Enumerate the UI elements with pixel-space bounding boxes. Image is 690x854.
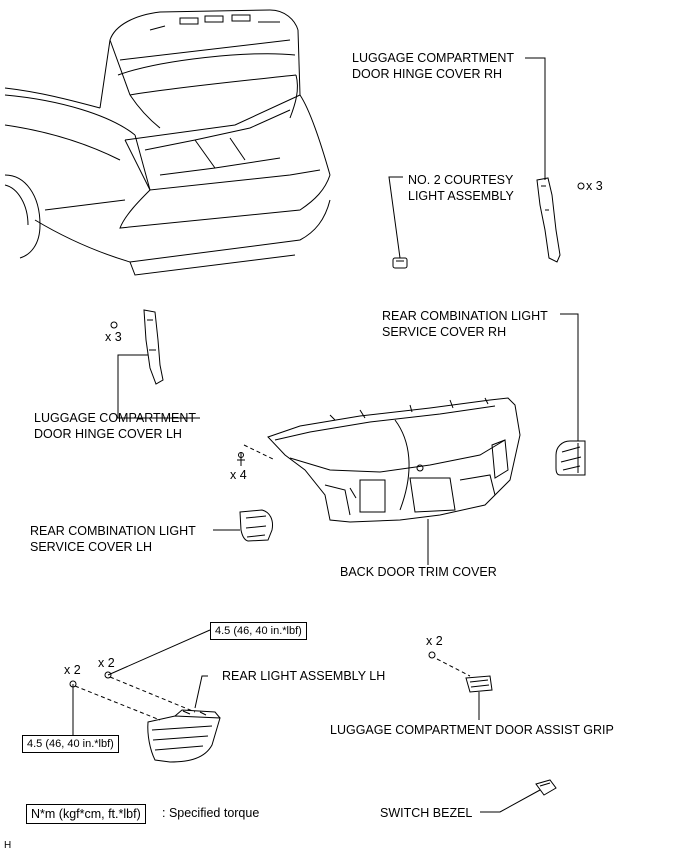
rear-light-lh-part	[69, 629, 221, 763]
qty-light-nuts-a: x 2	[98, 656, 115, 670]
label-trim-cover: BACK DOOR TRIM COVER	[340, 565, 497, 579]
label-line: SERVICE COVER RH	[382, 325, 507, 339]
label-service-cover-rh: REAR COMBINATION LIGHT SERVICE COVER RH	[382, 308, 548, 340]
label-line: LUGGAGE COMPARTMENT	[352, 51, 515, 65]
label-line: SERVICE COVER LH	[30, 540, 153, 554]
label-hinge-cover-rh: LUGGAGE COMPARTMENT DOOR HINGE COVER RH	[352, 50, 514, 82]
trim-cover-part	[243, 397, 521, 565]
hinge-cover-rh-part	[525, 57, 585, 263]
label-hinge-cover-lh: LUGGAGE COMPARTMENT DOOR HINGE COVER LH	[34, 410, 196, 442]
legend-text: : Specified torque	[162, 806, 260, 820]
qty-hinge-lh-clips: x 3	[105, 330, 122, 344]
label-line: LUGGAGE COMPARTMENT	[34, 411, 197, 425]
legend-unit-box: N*m (kgf*cm, ft.*lbf)	[26, 804, 146, 824]
courtesy-light-part	[388, 176, 408, 269]
label-line: DOOR HINGE COVER RH	[352, 67, 503, 81]
label-courtesy-light: NO. 2 COURTESY LIGHT ASSEMBLY	[408, 172, 514, 204]
footer-code: H	[4, 840, 12, 851]
service-cover-rh-part	[555, 313, 586, 476]
label-line: NO. 2 COURTESY	[408, 173, 514, 187]
label-rear-light-lh: REAR LIGHT ASSEMBLY LH	[222, 669, 386, 683]
label-switch-bezel: SWITCH BEZEL	[380, 806, 473, 820]
hinge-cover-lh-part	[110, 309, 200, 419]
car-illustration	[4, 9, 331, 276]
qty-hinge-rh-clips: x 3	[586, 179, 603, 193]
label-line: LIGHT ASSEMBLY	[408, 189, 514, 203]
label-line: REAR COMBINATION LIGHT	[30, 524, 196, 538]
qty-light-nuts-b: x 2	[64, 663, 81, 677]
assist-grip-part	[428, 651, 493, 720]
qty-trim-clips: x 4	[230, 468, 247, 482]
switch-bezel-part	[480, 779, 557, 813]
label-assist-grip: LUGGAGE COMPARTMENT DOOR ASSIST GRIP	[330, 723, 614, 737]
torque-box-lower: 4.5 (46, 40 in.*lbf)	[22, 735, 119, 753]
qty-grip-bolts: x 2	[426, 634, 443, 648]
label-service-cover-lh: REAR COMBINATION LIGHT SERVICE COVER LH	[30, 523, 196, 555]
label-line: REAR COMBINATION LIGHT	[382, 309, 548, 323]
label-line: DOOR HINGE COVER LH	[34, 427, 182, 441]
trim-clip	[237, 452, 245, 466]
torque-box-upper: 4.5 (46, 40 in.*lbf)	[210, 622, 307, 640]
service-cover-lh-part	[213, 509, 273, 542]
